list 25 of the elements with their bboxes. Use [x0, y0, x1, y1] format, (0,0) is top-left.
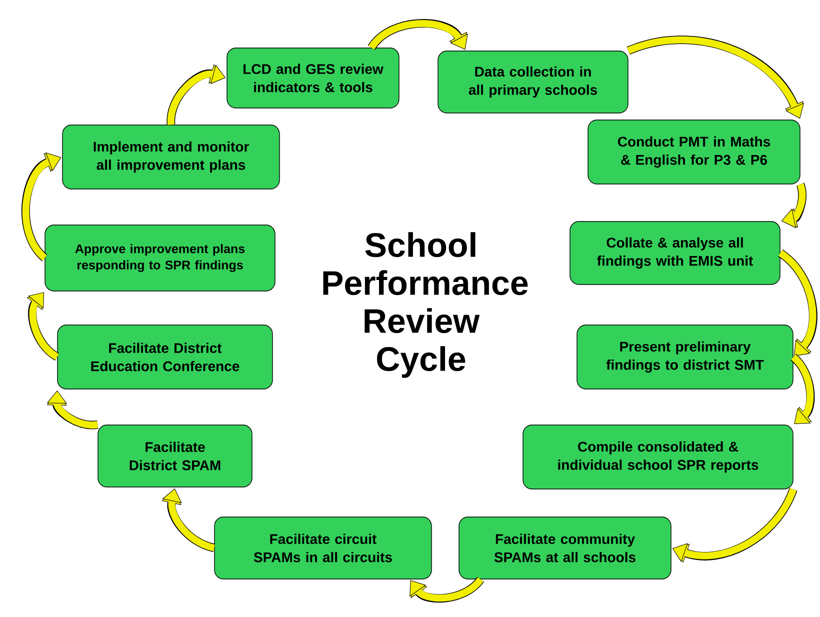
- process-box: Conduct PMT in Maths & English for P3 & P6: [588, 120, 800, 184]
- process-box: Data collection in all primary schools: [438, 50, 628, 114]
- curved-arrow: [22, 152, 62, 261]
- process-box: LCD and GES review indicators & tools: [226, 48, 400, 108]
- curved-arrow: [368, 19, 468, 50]
- process-box: Implement and monitor all improvement plans: [62, 124, 280, 190]
- curved-arrow: [410, 576, 484, 603]
- process-box: Collate & analyse all findings with EMIS unit: [570, 221, 780, 285]
- process-box: Compile consolidated & individual school SPR reports: [522, 424, 794, 490]
- curved-arrow: [27, 292, 60, 360]
- curved-arrow: [778, 250, 818, 356]
- process-box: Approve improvement plans responding to SPR findings: [44, 224, 276, 292]
- curved-arrow: [626, 36, 804, 119]
- process-box: Present preliminary findings to district SMT: [576, 324, 794, 390]
- curved-arrow: [47, 390, 98, 430]
- curved-arrow: [790, 354, 815, 424]
- curved-arrow: [781, 183, 806, 228]
- curved-arrow: [162, 488, 216, 552]
- curved-arrow: [672, 488, 798, 562]
- process-box: Facilitate District Education Conference: [57, 324, 273, 390]
- process-box: Facilitate community SPAMs at all schools: [458, 516, 672, 580]
- title: School Performance Review Cycle: [323, 232, 528, 378]
- curved-arrow: [166, 64, 226, 125]
- process-box: Facilitate District SPAM: [98, 424, 252, 488]
- process-box: Facilitate circuit SPAMs in all circuits: [214, 516, 432, 580]
